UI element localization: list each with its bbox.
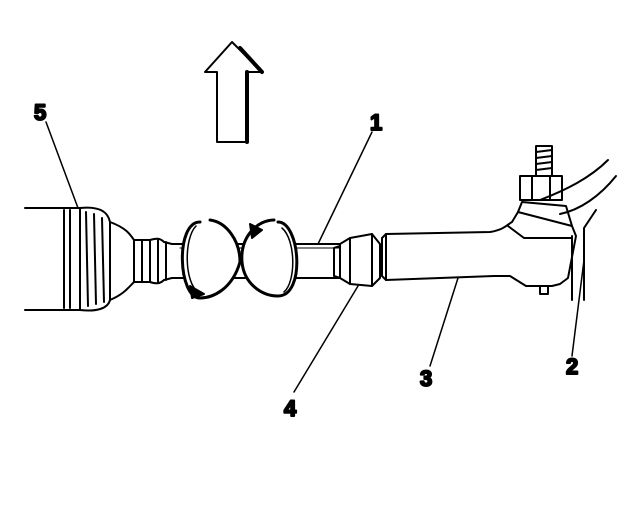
jam-nut <box>333 233 381 287</box>
rack-boot <box>109 221 173 301</box>
rotate-cw-icon <box>240 218 299 298</box>
callout-3: 3 <box>420 366 432 391</box>
callout-4: 4 <box>284 396 297 421</box>
hose <box>539 159 617 301</box>
up-arrow-icon <box>204 41 264 144</box>
rotate-ccw-icon <box>180 218 242 300</box>
tie-rod-stud <box>519 145 563 201</box>
steering-gear-housing <box>24 206 111 312</box>
tie-rod-end <box>381 201 577 295</box>
callout-5: 5 <box>34 100 46 125</box>
leader-lines <box>45 121 585 393</box>
callout-2: 2 <box>566 354 578 379</box>
callout-1: 1 <box>370 110 382 135</box>
